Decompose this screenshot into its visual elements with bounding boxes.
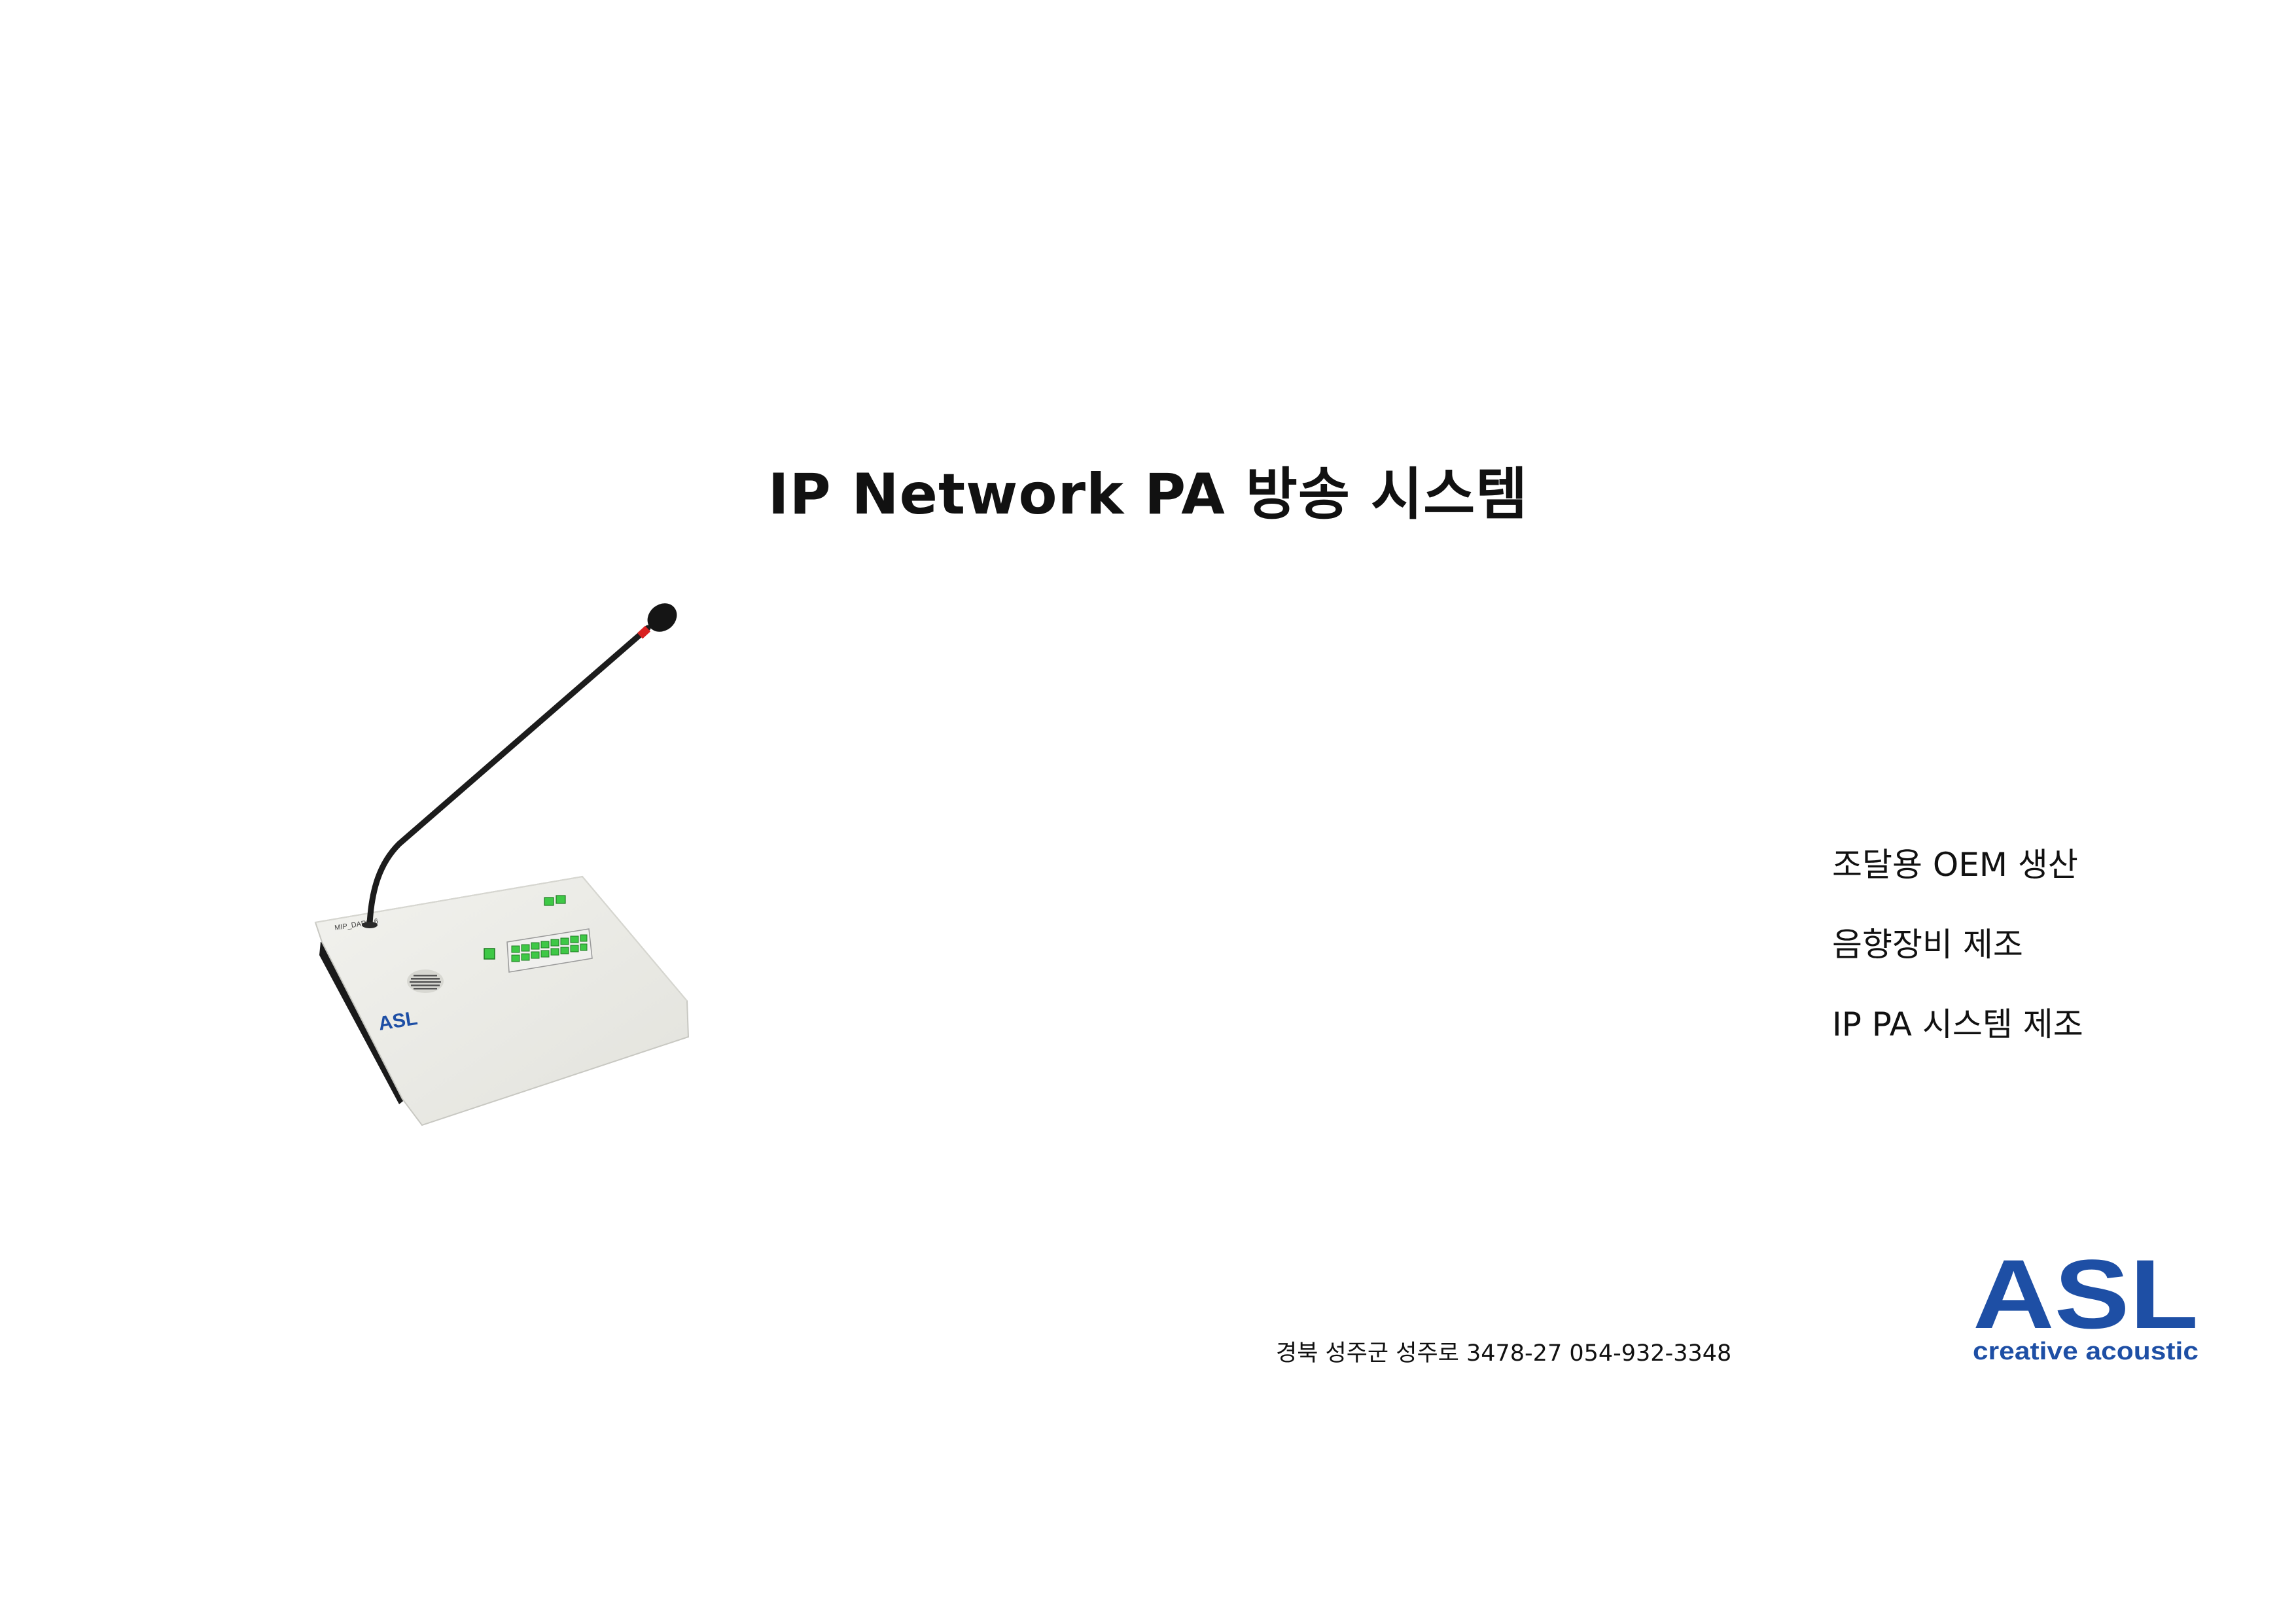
gooseneck [366,625,651,927]
speaker-grille [407,969,444,993]
zone-buttons [511,934,588,962]
feature-list: 조달용 OEM 생산 음향장비 제조 IP PA 시스템 제조 [1832,845,2199,1085]
feature-item: 조달용 OEM 생산 [1832,846,2078,884]
all-call-button [544,897,554,906]
talk-button [484,948,495,960]
asl-logo: ASL creative acoustic [1973,1243,2199,1365]
paging-microphone-console-image: MIP_DAR816 ASL [314,603,690,1126]
feature-item: IP PA 시스템 제조 [1832,1005,2083,1043]
company-address: 경북 성주군 성주로 3478-27 054-932-3348 [1276,1340,1732,1367]
mic-head [647,603,677,632]
logo-brand: ASL [1973,1243,2199,1349]
page-title: IP Network PA 방송 시스템 [768,462,1528,527]
logo-tagline: creative acoustic [1973,1338,2199,1365]
feature-item: 음향장비 제조 [1832,926,2023,964]
